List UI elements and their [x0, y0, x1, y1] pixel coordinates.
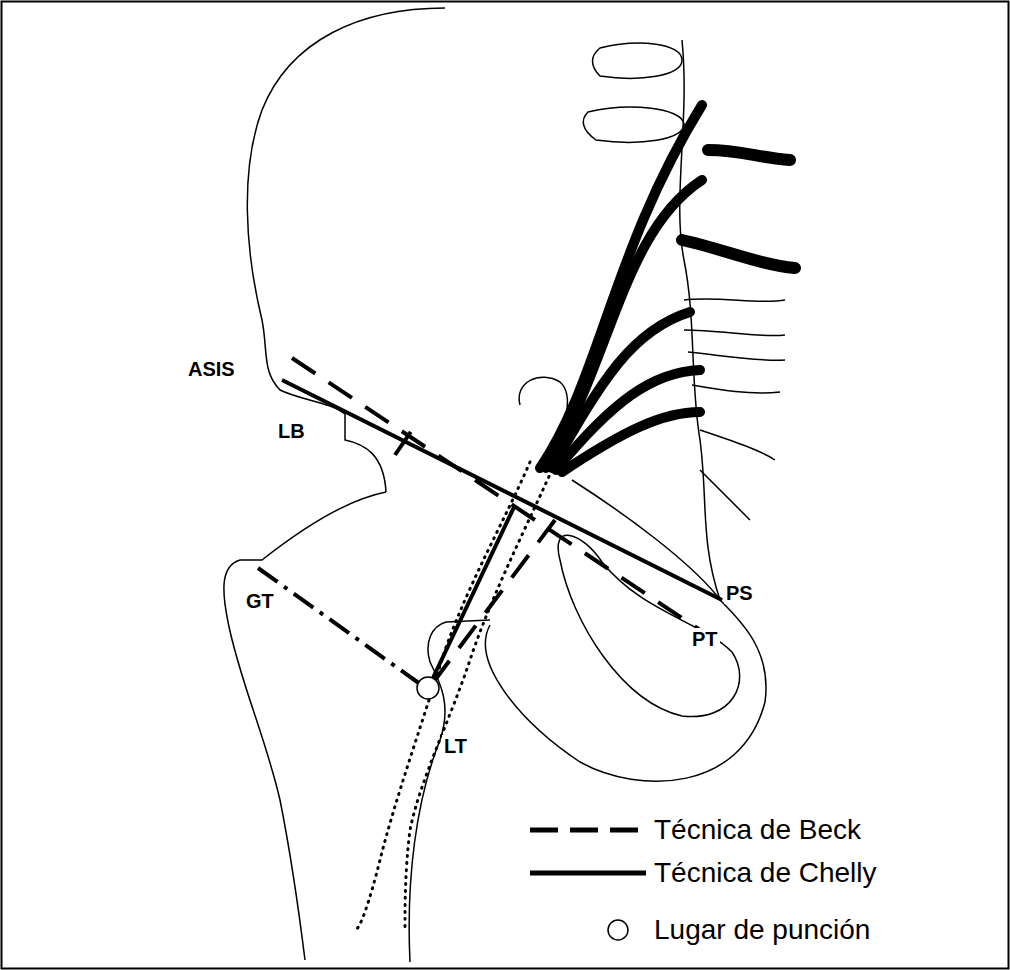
legend-text: Técnica de Beck — [654, 815, 861, 846]
legend-row: Lugar de punción — [528, 912, 870, 948]
legend-row: Técnica de Chelly — [528, 855, 877, 891]
puncture-site — [417, 677, 439, 699]
part-label: LT — [442, 735, 469, 757]
legend-sample — [528, 812, 648, 848]
legend-sample — [528, 855, 648, 891]
part-label: LB — [276, 420, 307, 442]
legend-text: Lugar de punción — [654, 915, 870, 946]
legend-row: Técnica de Beck — [528, 812, 861, 848]
part-label: PT — [690, 628, 720, 650]
part-label: GT — [244, 590, 276, 612]
part-label: ASIS — [186, 358, 237, 380]
legend-sample — [528, 912, 648, 948]
legend-text: Técnica de Chelly — [654, 858, 877, 889]
part-label: PS — [724, 582, 755, 604]
